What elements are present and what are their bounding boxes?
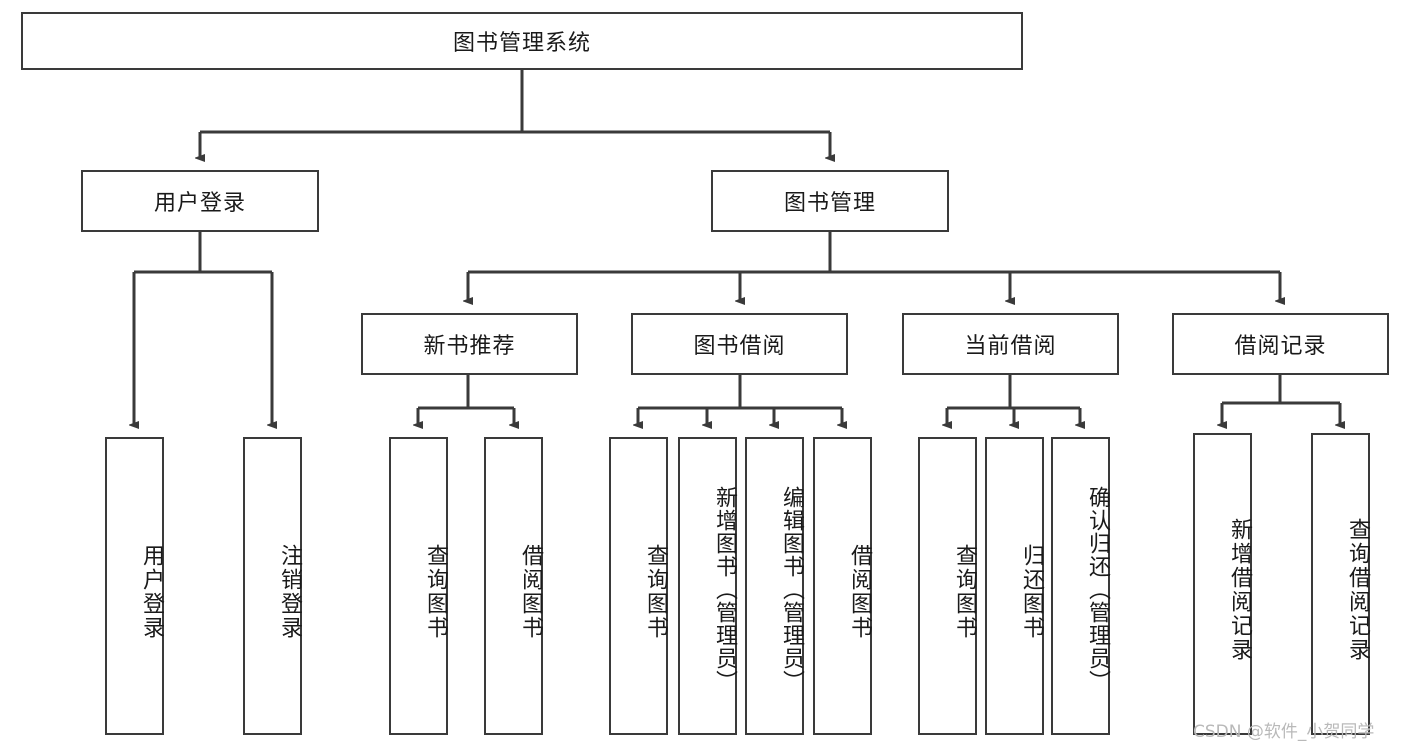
node-root-system-label: 图书管理系统 [452, 31, 591, 56]
node-leaf-book-borrow-2[interactable]: 新增图书（管理员） [678, 437, 737, 735]
node-leaf-current-borrow-3[interactable]: 确认归还（管理员） [1051, 437, 1110, 735]
node-leaf-current-borrow-3-label: 确认归还（管理员） [1085, 485, 1110, 693]
node-leaf-user-login-1-label: 用户登录 [139, 544, 164, 640]
node-leaf-new-book-2[interactable]: 借阅图书 [484, 437, 543, 735]
node-leaf-book-borrow-3-label: 编辑图书（管理员） [779, 485, 804, 693]
node-user-login-label: 用户登录 [153, 191, 246, 216]
node-leaf-user-login-2[interactable]: 注销登录 [243, 437, 302, 735]
node-book-management-label: 图书管理 [783, 191, 876, 216]
node-leaf-new-book-2-label: 借阅图书 [518, 544, 543, 640]
node-leaf-book-borrow-2-label: 新增图书（管理员） [712, 485, 737, 693]
node-leaf-book-borrow-3[interactable]: 编辑图书（管理员） [745, 437, 804, 735]
node-leaf-borrow-record-1-label: 新增借阅记录 [1227, 518, 1252, 662]
node-book-borrow[interactable]: 图书借阅 [631, 313, 848, 375]
node-book-management[interactable]: 图书管理 [711, 170, 949, 232]
node-leaf-user-login-2-label: 注销登录 [277, 544, 302, 640]
node-book-borrow-label: 图书借阅 [693, 334, 786, 359]
node-leaf-new-book-1-label: 查询图书 [423, 544, 448, 640]
node-leaf-borrow-record-1[interactable]: 新增借阅记录 [1193, 433, 1252, 735]
node-leaf-new-book-1[interactable]: 查询图书 [389, 437, 448, 735]
node-borrow-record[interactable]: 借阅记录 [1172, 313, 1389, 375]
watermark-text: CSDN @软件_小贺同学 [1193, 722, 1375, 742]
node-current-borrow-label: 当前借阅 [964, 334, 1057, 359]
node-leaf-book-borrow-1-label: 查询图书 [643, 544, 668, 640]
node-leaf-book-borrow-1[interactable]: 查询图书 [609, 437, 668, 735]
node-leaf-current-borrow-1-label: 查询图书 [952, 544, 977, 640]
node-leaf-current-borrow-2-label: 归还图书 [1019, 544, 1044, 640]
node-new-book-recommend-label: 新书推荐 [423, 334, 516, 359]
node-leaf-current-borrow-1[interactable]: 查询图书 [918, 437, 977, 735]
node-new-book-recommend[interactable]: 新书推荐 [361, 313, 578, 375]
node-leaf-current-borrow-2[interactable]: 归还图书 [985, 437, 1044, 735]
node-current-borrow[interactable]: 当前借阅 [902, 313, 1119, 375]
node-leaf-book-borrow-4[interactable]: 借阅图书 [813, 437, 872, 735]
node-root-system[interactable]: 图书管理系统 [21, 12, 1023, 70]
node-leaf-borrow-record-2[interactable]: 查询借阅记录 [1311, 433, 1370, 735]
node-leaf-borrow-record-2-label: 查询借阅记录 [1345, 518, 1370, 662]
node-user-login[interactable]: 用户登录 [81, 170, 319, 232]
node-borrow-record-label: 借阅记录 [1234, 334, 1327, 359]
node-leaf-book-borrow-4-label: 借阅图书 [847, 544, 872, 640]
node-leaf-user-login-1[interactable]: 用户登录 [105, 437, 164, 735]
